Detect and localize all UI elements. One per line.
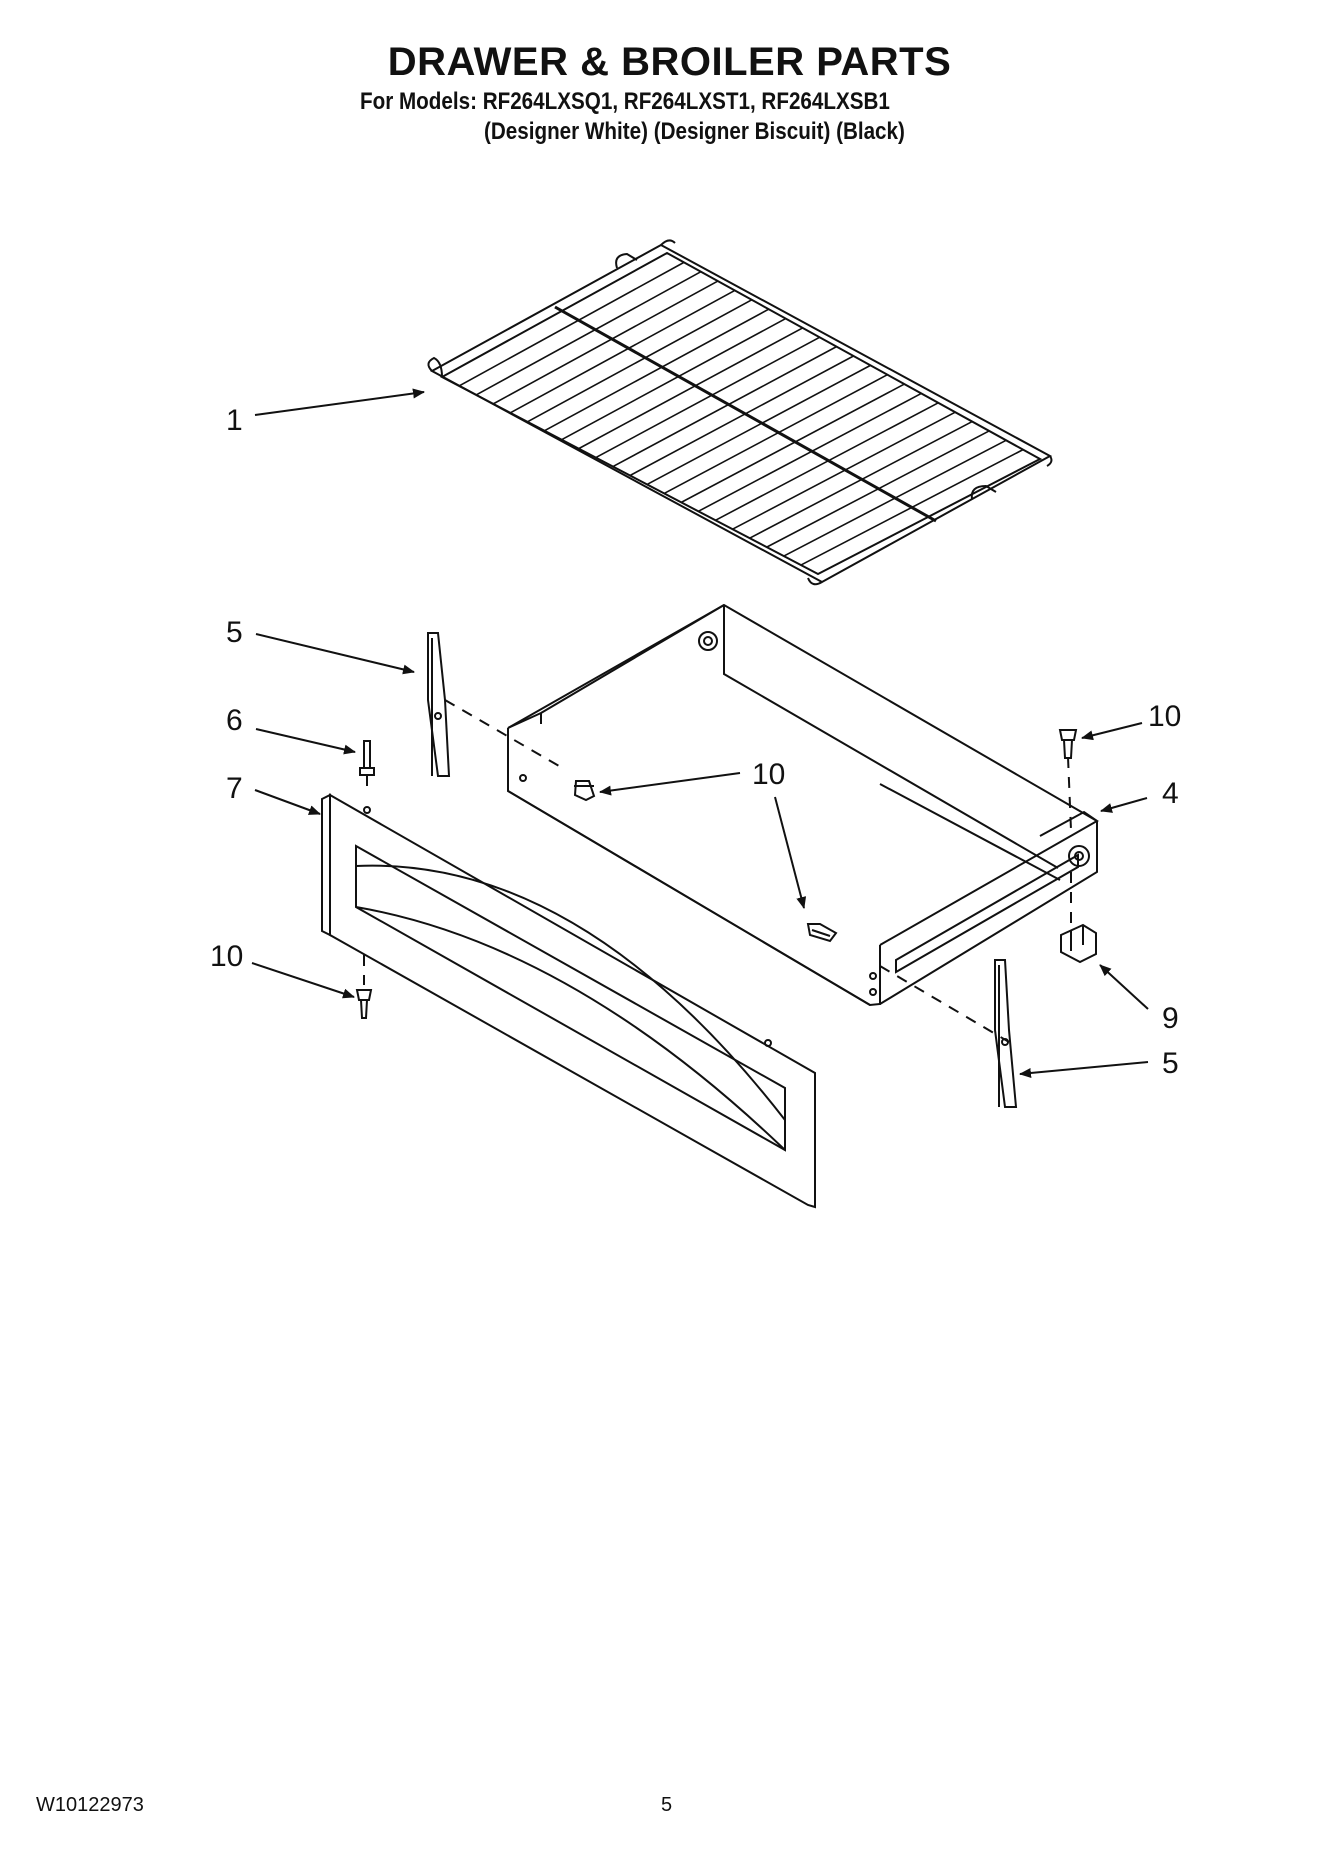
- rack-wire: [612, 345, 837, 468]
- callout-6-stud: 6: [226, 704, 243, 737]
- screw-panel: [355, 989, 373, 1019]
- rack-wire: [595, 336, 820, 459]
- rack-wire: [680, 383, 905, 504]
- rack-wire: [663, 374, 888, 495]
- stud: [359, 740, 375, 776]
- broiler-rack: [427, 239, 1053, 586]
- rack-wire: [629, 355, 854, 477]
- clip: [1060, 923, 1097, 964]
- rack-wire: [492, 280, 719, 405]
- rack-wire: [561, 317, 787, 441]
- rack-wire: [715, 402, 939, 521]
- page-title: DRAWER & BROILER PARTS: [387, 40, 952, 84]
- assembly-lines: [363, 699, 1072, 1043]
- rack-wire: [458, 261, 685, 387]
- rack-wire: [544, 308, 770, 432]
- rack-wire: [578, 327, 804, 450]
- page-number: 5: [661, 1794, 673, 1816]
- rack-wire: [527, 299, 753, 423]
- models-line: For Models: RF264LXSQ1, RF264LXST1, RF26…: [360, 88, 890, 115]
- rack-wire: [475, 271, 702, 396]
- screw-drawer: [806, 923, 838, 943]
- callout-10-side-screw: 10: [752, 758, 785, 791]
- rack-wire: [646, 364, 871, 486]
- callout-1-rack: 1: [226, 404, 243, 437]
- screw-top: [1058, 729, 1078, 759]
- callout-4-drawer: 4: [1162, 777, 1179, 810]
- screw-side: [573, 780, 596, 802]
- callout-5-slide-left: 5: [226, 616, 243, 649]
- rack-wire: [509, 289, 736, 414]
- callout-7-panel: 7: [226, 772, 243, 805]
- rack-wire: [697, 392, 922, 513]
- document-number: W10122973: [36, 1794, 144, 1816]
- drawer-body: [507, 603, 1100, 1007]
- drawer-front-panel: [321, 793, 816, 1209]
- callout-10-panel-screw: 10: [210, 940, 243, 973]
- callout-10-top-screw: 10: [1148, 700, 1181, 733]
- drawer-slide-right: [994, 959, 1018, 1108]
- callout-9-clip: 9: [1162, 1002, 1179, 1035]
- variants-line: (Designer White) (Designer Biscuit) (Bla…: [484, 118, 905, 145]
- callout-5-slide-right: 5: [1162, 1047, 1179, 1080]
- leader-arrows: [251, 388, 1149, 1078]
- drawer-slide-left: [427, 632, 451, 777]
